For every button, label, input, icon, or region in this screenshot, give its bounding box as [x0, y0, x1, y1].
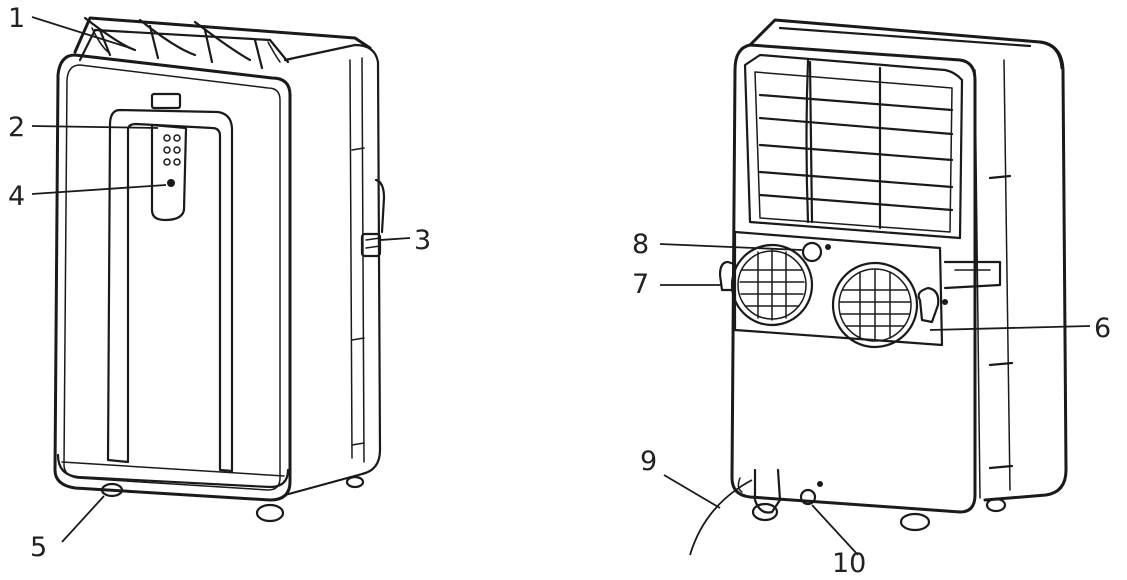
- callout-3: 3: [414, 225, 431, 256]
- callout-10: 10: [832, 548, 866, 579]
- front-view-unit: [55, 18, 384, 521]
- callout-5: 5: [30, 532, 47, 563]
- callout-6: 6: [1094, 313, 1111, 344]
- callout-2: 2: [8, 112, 25, 143]
- callout-9: 9: [640, 446, 657, 477]
- callout-8: 8: [632, 229, 649, 260]
- callout-7: 7: [632, 269, 649, 300]
- rear-view-unit: [720, 20, 1066, 530]
- callout-4: 4: [8, 181, 25, 212]
- callout-1: 1: [8, 3, 25, 34]
